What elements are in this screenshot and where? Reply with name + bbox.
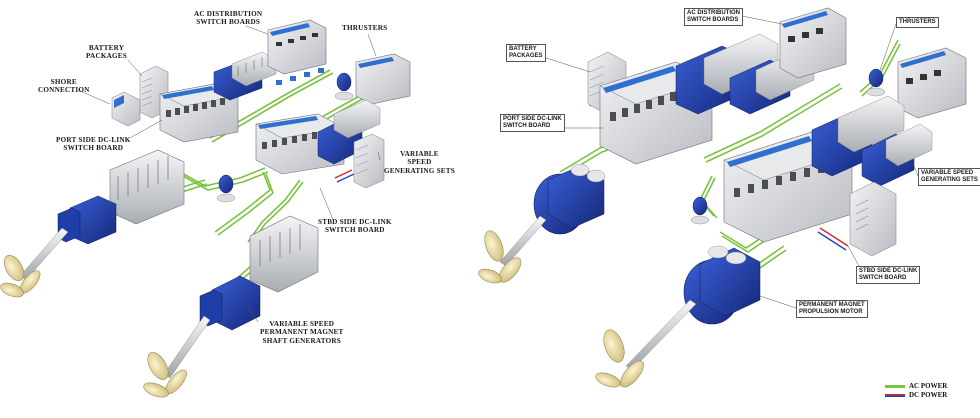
label-right-ac-distribution: AC DISTRIBUTION SWITCH BOARDS xyxy=(684,8,743,26)
label-right-thrusters: THRUSTERS xyxy=(896,17,939,28)
label-line: PROPULSION MOTOR xyxy=(799,309,863,315)
left-diagram xyxy=(0,19,411,398)
right-ac-distribution-stbd xyxy=(897,47,967,119)
label-line: VARIABLE SPEED xyxy=(921,170,974,176)
label-line: SHAFT GENERATORS xyxy=(262,336,342,345)
label-line: VARIABLE SPEED xyxy=(269,320,335,328)
label-line: PERMANENT MAGNET xyxy=(260,328,344,337)
label-line: SWITCH BOARDS xyxy=(196,18,261,27)
left-variable-speed-generating-set xyxy=(317,99,385,189)
label-line: GENERATING SETS xyxy=(384,166,455,175)
label-line: STBD SIDE DC-LINK xyxy=(318,218,392,226)
label-right-battery: BATTERY PACKAGES xyxy=(506,44,546,62)
label-line: SWITCH BOARDS xyxy=(687,17,739,23)
left-stbd-shaft-propeller xyxy=(143,315,211,398)
right-stbd-generating-sets xyxy=(811,95,933,257)
left-center-motor xyxy=(216,174,236,203)
label-line: PACKAGES xyxy=(509,53,543,59)
label-left-shaft-generators: VARIABLE SPEED PERMANENT MAGNET SHAFT GE… xyxy=(260,320,344,345)
left-port-main-engine xyxy=(57,149,185,245)
label-line: SHORE xyxy=(50,78,77,86)
label-line: AC DISTRIBUTION xyxy=(194,10,263,18)
label-left-port-dclink: PORT SIDE DC-LINK SWITCH BOARD xyxy=(56,136,131,153)
label-line: PERMANENT MAGNET xyxy=(799,302,865,308)
right-port-propulsion-motor xyxy=(478,163,606,284)
label-line: STBD SIDE DC-LINK xyxy=(859,268,918,274)
label-line: THRUSTERS xyxy=(899,19,936,25)
ac-power-label: AC POWER xyxy=(909,382,948,390)
label-line: SPEED xyxy=(407,158,432,167)
right-ac-distribution-port xyxy=(779,7,847,79)
left-leader-lines xyxy=(77,25,381,323)
dc-power-label: DC POWER xyxy=(909,391,948,399)
label-line: SWITCH BOARD xyxy=(859,275,907,281)
label-line: BATTERY xyxy=(509,46,537,52)
legend-ac-row: AC POWER xyxy=(885,382,947,391)
right-thruster-motors xyxy=(690,68,886,225)
label-line: SWITCH BOARD xyxy=(63,144,124,153)
label-right-variable-speed-gen: VARIABLE SPEED GENERATING SETS xyxy=(918,168,980,186)
label-right-stbd-dclink: STBD SIDE DC-LINK SWITCH BOARD xyxy=(856,266,921,284)
label-line: PACKAGES xyxy=(86,52,128,61)
left-port-dclink-switchboard xyxy=(159,83,239,143)
label-line: CONNECTION xyxy=(38,86,90,95)
left-port-shaft-propeller xyxy=(0,227,69,298)
label-right-pm-motor: PERMANENT MAGNET PROPULSION MOTOR xyxy=(796,300,868,318)
power-legend: AC POWER DC POWER xyxy=(885,382,947,400)
label-right-port-dclink: PORT SIDE DC-LINK SWITCH BOARD xyxy=(500,114,565,132)
left-stbd-main-engine xyxy=(199,215,319,331)
left-stbd-dclink-switchboard xyxy=(255,113,345,175)
right-leader-lines xyxy=(539,15,919,309)
label-left-stbd-dclink: STBD SIDE DC-LINK SWITCH BOARD xyxy=(318,218,392,235)
label-line: PORT SIDE DC-LINK xyxy=(56,136,131,144)
label-line: THRUSTERS xyxy=(342,24,388,32)
ac-power-swatch xyxy=(885,385,905,388)
right-diagram xyxy=(478,7,967,388)
label-line: SWITCH BOARD xyxy=(324,226,385,235)
label-line: SWITCH BOARD xyxy=(503,123,551,129)
label-left-shore: SHORE CONNECTION xyxy=(38,78,90,95)
label-line: BATTERY xyxy=(88,44,125,52)
dc-power-swatch xyxy=(885,394,905,397)
left-shore-connection xyxy=(111,91,141,127)
label-line: PORT SIDE DC-LINK xyxy=(503,116,562,122)
label-left-variable-speed-gen: VARIABLE SPEED GENERATING SETS xyxy=(384,150,455,175)
left-thruster-panel xyxy=(334,53,411,105)
legend-dc-row: DC POWER xyxy=(885,391,947,400)
label-line: AC DISTRIBUTION xyxy=(687,10,740,16)
label-left-battery: BATTERY PACKAGES xyxy=(86,44,127,61)
label-line: VARIABLE xyxy=(400,150,439,158)
label-left-ac-distribution: AC DISTRIBUTION SWITCH BOARDS xyxy=(194,10,262,27)
label-left-thrusters: THRUSTERS xyxy=(342,24,387,32)
left-ac-distribution-switchboard xyxy=(267,19,327,85)
left-generating-set-top xyxy=(213,51,277,101)
right-stbd-propulsion-motor xyxy=(595,245,761,388)
label-line: GENERATING SETS xyxy=(921,177,978,183)
